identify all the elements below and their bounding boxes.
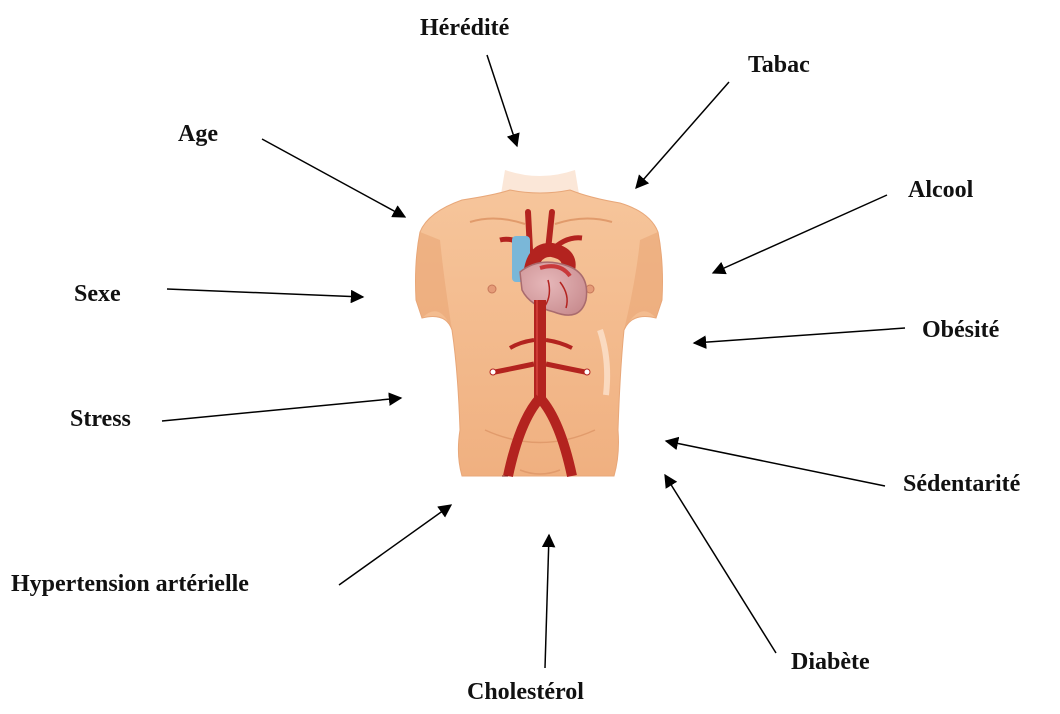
- arrow-cholesterol: [545, 535, 549, 668]
- arrow-alcool: [713, 195, 887, 273]
- arrow-age: [262, 139, 405, 217]
- arrow-diabete: [665, 475, 776, 653]
- label-tabac: Tabac: [748, 53, 810, 77]
- left-nipple: [488, 285, 496, 293]
- label-diabete: Diabète: [791, 650, 870, 674]
- arrow-sexe: [167, 289, 363, 297]
- right-renal-end: [584, 369, 590, 375]
- label-hypertension: Hypertension artérielle: [11, 572, 249, 596]
- label-stress: Stress: [70, 407, 131, 431]
- label-sedentarite: Sédentarité: [903, 472, 1020, 496]
- left-renal-end: [490, 369, 496, 375]
- arrow-stress: [162, 398, 401, 421]
- arrow-sedentarite: [666, 441, 885, 486]
- label-obesite: Obésité: [922, 318, 999, 342]
- label-sexe: Sexe: [74, 282, 121, 306]
- label-alcool: Alcool: [908, 178, 973, 202]
- arrow-hypertension: [339, 505, 451, 585]
- label-cholesterol: Cholestérol: [467, 680, 584, 704]
- label-heredite: Hérédité: [420, 16, 509, 40]
- arrow-heredite: [487, 55, 517, 146]
- label-age: Age: [178, 122, 218, 146]
- arrow-tabac: [636, 82, 729, 188]
- arrow-obesite: [694, 328, 905, 343]
